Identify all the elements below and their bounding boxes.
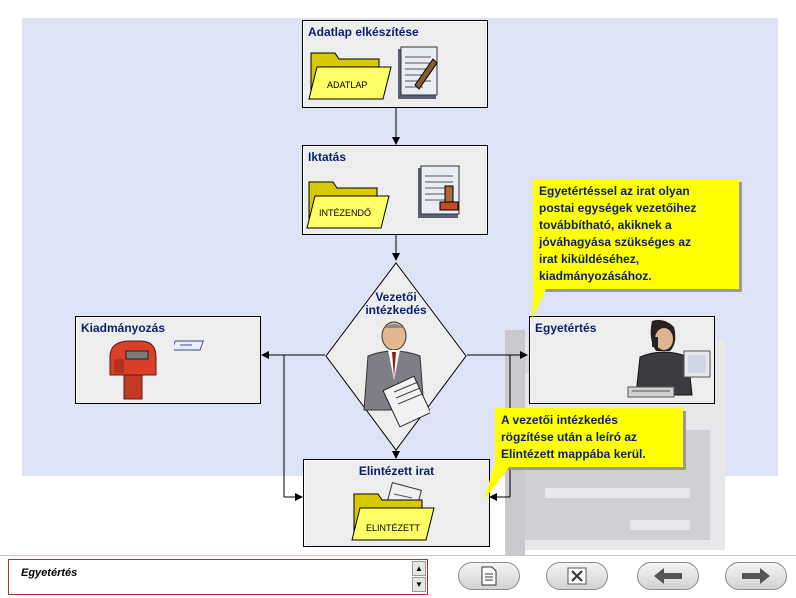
workflow-stage: Adatlap elkészítése ADATLAP Iktatás INTÉ… [22,18,778,555]
close-icon [567,567,587,585]
callout-line: továbbítható, akiknek a [539,218,672,232]
step-adatlap-box[interactable]: Adatlap elkészítése ADATLAP [302,20,488,108]
document-stamp-icon [418,165,460,218]
folder-icon [306,181,390,229]
callout-line: Egyetértéssel az irat olyan [539,184,690,198]
step-egyetertes-box[interactable]: Egyetértés [529,316,715,404]
callout-pointer [532,285,548,319]
folder-with-papers-icon [351,482,435,541]
mailbox-icon [109,340,157,400]
step-adatlap-title: Adatlap elkészítése [308,25,419,39]
callout-vezetoi-note: A vezetői intézkedés rögzítése után a le… [495,408,683,467]
folder-label-intezendo: INTÉZENDŐ [319,208,372,218]
callout-line: Elintézett mappába kerül. [501,447,646,461]
status-text-field[interactable]: Egyetértés ▲ ▼ [8,559,428,595]
step-kiadmanyozas-title: Kiadmányozás [81,321,166,335]
callout-pointer [484,466,510,500]
step-kiadmanyozas-box[interactable]: Kiadmányozás [75,316,261,404]
folder-label-adatlap: ADATLAP [327,80,368,90]
callout-line: rögzítése után a leíró az [501,430,638,444]
document-button[interactable] [458,562,520,590]
callout-egyetertes-note: Egyetértéssel az irat olyan postai egysé… [533,179,739,289]
step-elintezett-box[interactable]: Elintézett irat ELINTÉZETT [303,459,490,547]
document-icon [481,566,497,586]
phone-worker-icon [627,319,711,398]
bottom-toolbar: Egyetértés ▲ ▼ [0,555,796,598]
callout-line: irat kiküldéséhez, [539,252,640,266]
vezetoi-title-line1: Vezetői [375,290,417,304]
scroll-up-button[interactable]: ▲ [412,561,426,576]
back-button[interactable] [637,562,699,590]
step-iktatas-box[interactable]: Iktatás INTÉZENDŐ [302,145,488,235]
step-vezetoi-title: Vezetői intézkedés [325,291,467,317]
callout-line: A vezetői intézkedés [501,413,618,427]
callout-line: postai egységek vezetőihez [539,201,697,215]
step-egyetertes-title: Egyetértés [535,321,597,335]
close-button[interactable] [546,562,608,590]
folder-label-elintezett: ELINTÉZETT [366,523,421,533]
forward-button[interactable] [725,562,787,590]
envelope-icon [174,340,204,351]
status-text: Egyetértés [21,567,78,579]
step-elintezett-title: Elintézett irat [358,464,435,478]
scroll-down-button[interactable]: ▼ [412,577,426,592]
callout-line: jóváhagyása szükséges az [539,235,692,249]
document-pen-icon [398,46,438,99]
manager-person-icon [363,321,430,428]
vezetoi-title-line2: intézkedés [365,303,427,317]
arrow-right-icon [742,568,770,584]
folder-icon [308,52,392,100]
callout-line: kiadmányozásához. [539,269,652,283]
arrow-left-icon [654,568,682,584]
step-iktatas-title: Iktatás [308,150,347,164]
